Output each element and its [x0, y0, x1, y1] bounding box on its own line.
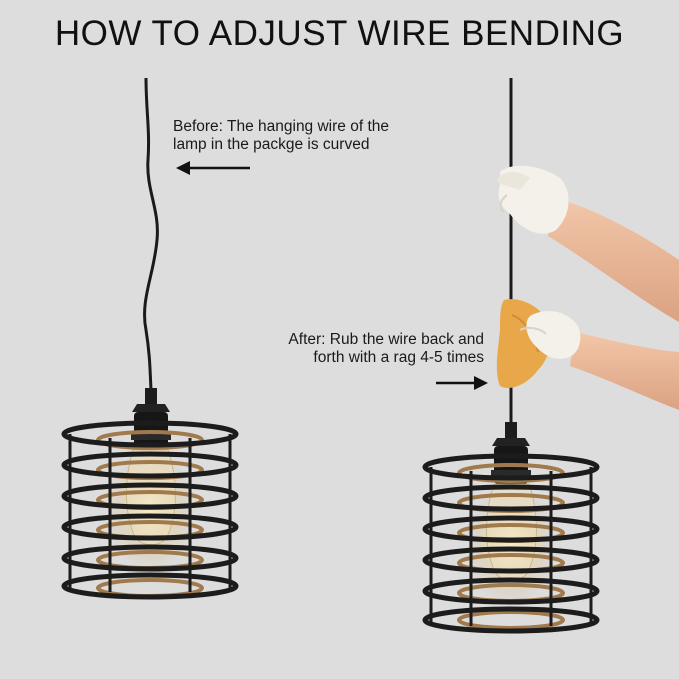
before-note-line-1: Before: The hanging wire of the [173, 118, 389, 135]
before-note: Before: The hanging wire of the lamp in … [173, 118, 433, 154]
left-outer-cage [61, 420, 239, 600]
before-note-line-2: lamp in the packge is curved [173, 136, 370, 153]
curved-wire [143, 77, 159, 391]
page-title: HOW TO ADJUST WIRE BENDING [54, 14, 625, 53]
after-note-line-1: After: Rub the wire back and [288, 331, 484, 348]
after-note: After: Rub the wire back and forth with … [252, 331, 484, 367]
lower-hand [496, 299, 679, 410]
after-note-line-2: forth with a rag 4-5 times [313, 349, 484, 366]
right-outer-cage [422, 453, 600, 634]
before-arrow [176, 161, 250, 175]
upper-hand [498, 165, 679, 322]
right-socket [491, 422, 531, 484]
after-arrow [436, 376, 488, 390]
left-socket [131, 388, 171, 446]
